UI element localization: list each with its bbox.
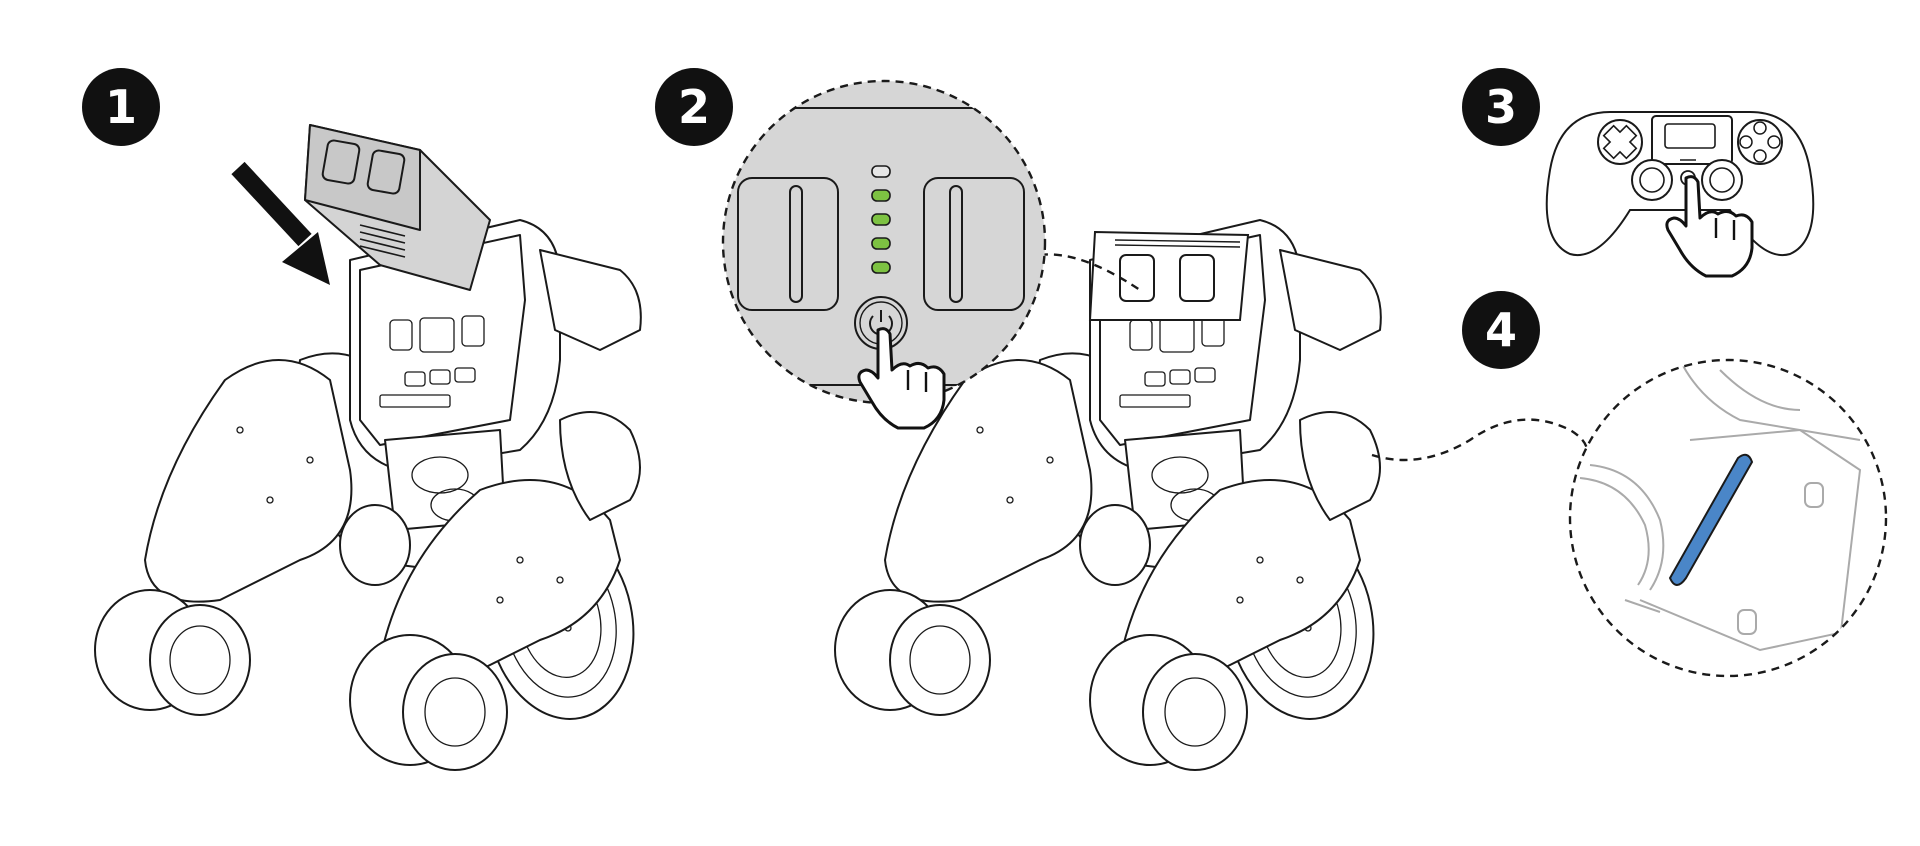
battery-led-on — [871, 213, 891, 226]
battery-led-on — [871, 189, 891, 202]
pointing-hand-icon — [1665, 175, 1754, 278]
robot-illustration-2 — [834, 219, 1393, 771]
insert-arrow-icon — [231, 161, 330, 285]
battery-led-on — [871, 261, 891, 274]
pointing-hand-icon — [857, 327, 946, 430]
step-3-badge: 3 — [1462, 68, 1540, 146]
robot-illustration-1 — [94, 219, 653, 771]
battery-pack — [304, 124, 491, 291]
light-bar-zoom — [1568, 358, 1888, 678]
gamepad-icon — [1545, 111, 1815, 278]
light-bar — [1668, 453, 1754, 586]
step-4-badge: 4 — [1462, 291, 1540, 369]
battery-led-off — [871, 165, 891, 178]
zoom-connector-4 — [1371, 418, 1589, 471]
step-2-badge: 2 — [655, 68, 733, 146]
step-1-badge: 1 — [82, 68, 160, 146]
zoom-connector-2 — [1039, 253, 1141, 291]
battery-led-on — [871, 237, 891, 250]
power-button-zoom — [721, 79, 1047, 430]
